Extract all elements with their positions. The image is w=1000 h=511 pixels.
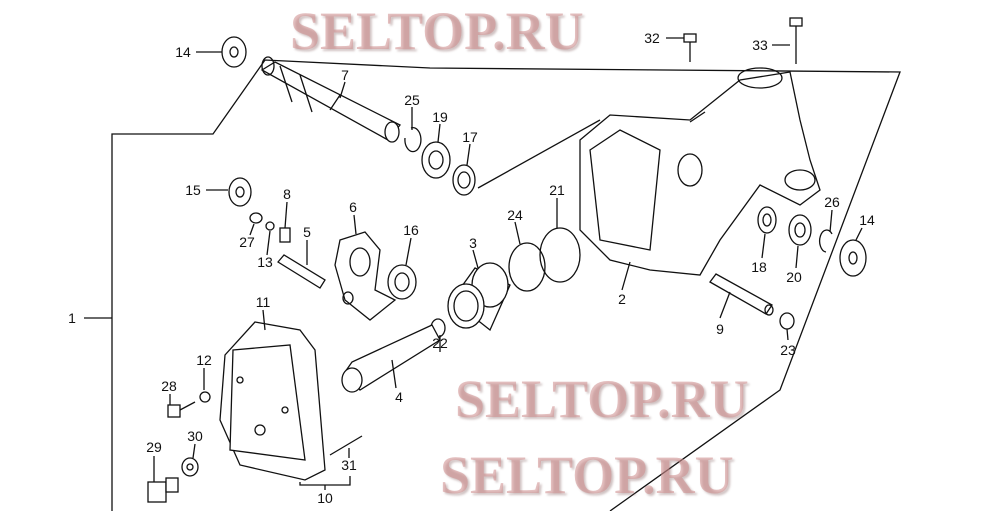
- bolt-27: [249, 212, 263, 236]
- callout-8: 8: [283, 186, 291, 202]
- bolt-28: [167, 394, 196, 418]
- callout-9: 9: [716, 321, 724, 337]
- callout-18: 18: [751, 259, 767, 275]
- housing-2: [579, 67, 821, 291]
- seal-17: [452, 143, 476, 196]
- callout-21: 21: [549, 182, 565, 198]
- callout-12: 12: [196, 352, 212, 368]
- callout-14: 14: [859, 212, 875, 228]
- callout-20: 20: [786, 269, 802, 285]
- piston-3: [447, 249, 511, 332]
- callout-22: 22: [432, 335, 448, 351]
- callout-30: 30: [187, 428, 203, 444]
- washer-12: [199, 368, 211, 403]
- callout-19: 19: [432, 109, 448, 125]
- pin-5: [277, 240, 326, 289]
- washer-16: [387, 237, 417, 300]
- bearing-19: [421, 123, 451, 179]
- o-ring-21: [539, 198, 581, 283]
- snap-ring-26: [818, 229, 833, 253]
- washer-13: [265, 221, 275, 256]
- washer-15: [206, 177, 252, 207]
- snap-ring-25: [404, 127, 422, 153]
- shaft-7: [260, 56, 402, 143]
- watermark: SELTOP.RU: [290, 1, 584, 61]
- pin-9: [709, 273, 774, 319]
- callout-28: 28: [161, 378, 177, 394]
- callout-3: 3: [469, 235, 477, 251]
- pin-31: [329, 435, 363, 458]
- callout-11: 11: [255, 294, 271, 310]
- callout-10: 10: [317, 490, 333, 506]
- o-ring-24: [508, 221, 546, 292]
- callout-14: 14: [175, 44, 191, 60]
- washer-14-left: [196, 36, 247, 68]
- callout-16: 16: [403, 222, 419, 238]
- callout-32: 32: [644, 30, 660, 46]
- callout-2: 2: [618, 291, 626, 307]
- callout-4: 4: [395, 389, 403, 405]
- watermark: SELTOP.RU: [455, 369, 749, 429]
- callout-7: 7: [341, 67, 349, 83]
- callout-23: 23: [780, 342, 796, 358]
- callout-31: 31: [341, 457, 357, 473]
- seal-18: [757, 206, 777, 259]
- watermark: SELTOP.RU: [440, 445, 734, 505]
- washer-23: [779, 312, 795, 341]
- callout-27: 27: [239, 234, 255, 250]
- cover-plate-11: [219, 309, 326, 481]
- callout-25: 25: [404, 92, 420, 108]
- shaft-4: [341, 324, 441, 393]
- washer-14-right: [839, 227, 867, 277]
- callout-6: 6: [349, 199, 357, 215]
- bearing-20: [788, 214, 812, 269]
- bolt-32: [666, 33, 697, 62]
- callout-15: 15: [185, 182, 201, 198]
- callout-24: 24: [507, 207, 523, 223]
- callout-29: 29: [146, 439, 162, 455]
- assembly-frame: [111, 59, 901, 511]
- callout-5: 5: [303, 224, 311, 240]
- clip-8: [279, 201, 291, 243]
- callout-1: 1: [68, 310, 76, 326]
- lever-6: [334, 214, 397, 321]
- plug-29: [147, 456, 179, 503]
- bolt-33: [772, 17, 803, 64]
- washer-30: [181, 443, 199, 477]
- callout-17: 17: [462, 129, 478, 145]
- callout-13: 13: [257, 254, 273, 270]
- callout-33: 33: [752, 37, 768, 53]
- callout-26: 26: [824, 194, 840, 210]
